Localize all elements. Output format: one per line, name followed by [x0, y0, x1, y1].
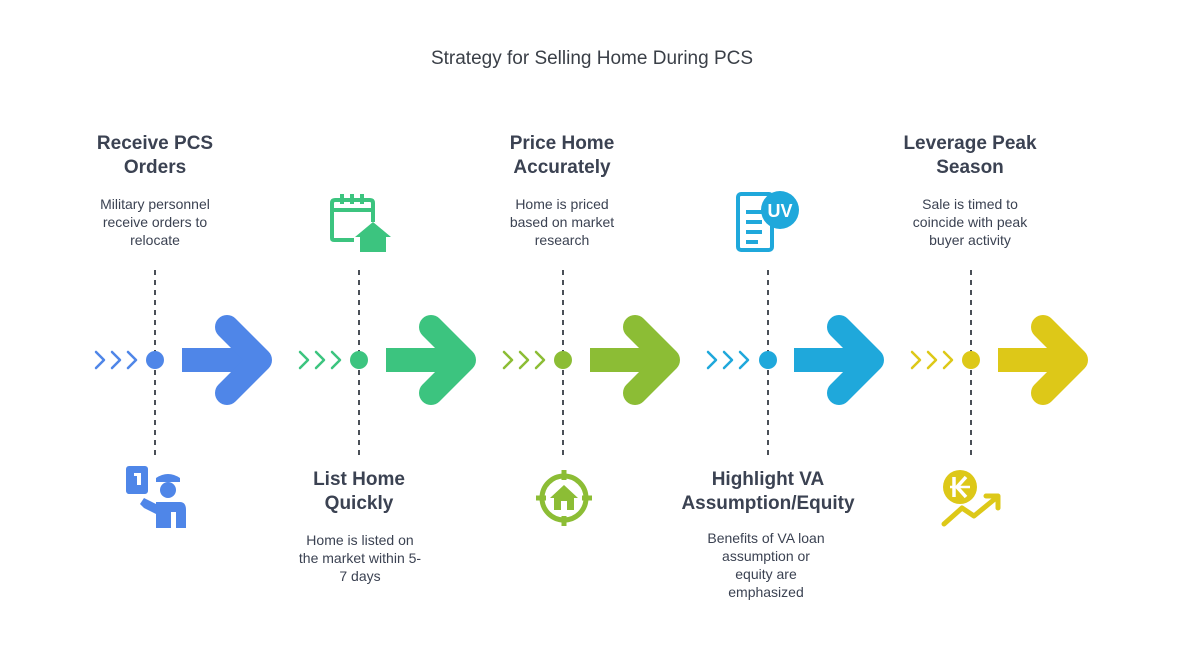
step-1-title-line-1: Receive PCS [96, 133, 214, 154]
step-4-title-line-2: Assumption/Equity [681, 493, 855, 514]
arrow-head-5 [1031, 315, 1088, 405]
step-4-arrow-group [706, 315, 884, 405]
chevron-2c [330, 350, 342, 370]
chevron-3a [502, 350, 514, 370]
chevron-1a [94, 350, 106, 370]
step-5-title-line-2: Season [936, 157, 1004, 178]
step-2-arrow-group [298, 315, 476, 405]
step-4-description: Benefits of VA loan assumption or equity… [686, 529, 846, 601]
chevron-5a [910, 350, 922, 370]
step-4-desc-line-3: equity are [735, 566, 797, 582]
step-5-title: Leverage Peak Season [870, 132, 1070, 180]
step-3-description: Home is priced based on market research [482, 195, 642, 249]
step-3-desc-line-2: based on market [509, 214, 615, 230]
arrow-head-2 [419, 315, 476, 405]
timeline-node-4 [759, 351, 777, 369]
arrow-head-1 [215, 315, 272, 405]
step-1-desc-line-2: receive orders to [102, 214, 208, 230]
arrow-head-3 [623, 315, 680, 405]
arrow-head-4 [827, 315, 884, 405]
svg-text:UV: UV [767, 201, 792, 221]
chevron-3c [534, 350, 546, 370]
chevron-5c [942, 350, 954, 370]
step-3-title: Price Home Accurately [462, 132, 662, 180]
step-5-desc-line-3: buyer activity [929, 232, 1011, 248]
step-2-title-line-1: List Home [313, 469, 405, 490]
step-2-title-line-2: Quickly [324, 493, 394, 514]
step-2-desc-line-2: the market within 5- [298, 550, 422, 566]
step-3-title-line-2: Accurately [513, 157, 611, 178]
step-4-desc-line-1: Benefits of VA loan [707, 530, 825, 546]
step-5-arrow-group [910, 315, 1088, 405]
chevron-4a [706, 350, 718, 370]
military-officer-icon [126, 466, 186, 528]
timeline-node-3 [554, 351, 572, 369]
chevron-5b [926, 350, 938, 370]
step-1-desc-line-1: Military personnel [100, 196, 210, 212]
chevron-2b [314, 350, 326, 370]
chevron-4c [738, 350, 750, 370]
step-3-arrow-group [502, 315, 680, 405]
chevron-2a [298, 350, 310, 370]
chevron-1b [110, 350, 122, 370]
step-4-desc-line-2: assumption or [722, 548, 810, 564]
chevron-4b [722, 350, 734, 370]
step-4-desc-line-4: emphasized [728, 584, 804, 600]
calendar-home-icon [330, 194, 391, 252]
growth-chart-icon [941, 470, 1001, 527]
step-4-title-line-1: Highlight VA [711, 469, 825, 490]
timeline-node-1 [146, 351, 164, 369]
document-uv-icon: UV [736, 191, 799, 252]
chevron-1c [126, 350, 138, 370]
chevron-3b [518, 350, 530, 370]
home-target-icon [536, 470, 592, 526]
diagram-title: Strategy for Selling Home During PCS [430, 48, 754, 69]
step-1-desc-line-3: relocate [130, 232, 180, 248]
step-2-desc-line-3: 7 days [339, 568, 381, 584]
step-2-description: Home is listed on the market within 5- 7… [280, 531, 440, 585]
step-5-desc-line-1: Sale is timed to [922, 196, 1018, 212]
step-1-title-line-2: Orders [123, 157, 187, 178]
step-1-arrow-group [94, 315, 272, 405]
step-5-desc-line-2: coincide with peak [912, 214, 1028, 230]
step-2-title: List Home Quickly [259, 468, 459, 516]
step-5-title-line-1: Leverage Peak [903, 133, 1037, 154]
step-5-description: Sale is timed to coincide with peak buye… [890, 195, 1050, 249]
step-4-title: Highlight VA Assumption/Equity [668, 468, 868, 516]
step-2-desc-line-1: Home is listed on [306, 532, 414, 548]
step-3-desc-line-3: research [534, 232, 590, 248]
timeline-node-2 [350, 351, 368, 369]
timeline-node-5 [962, 351, 980, 369]
step-1-title: Receive PCS Orders [55, 132, 255, 180]
step-1-description: Military personnel receive orders to rel… [75, 195, 235, 249]
step-3-title-line-1: Price Home [509, 133, 615, 154]
step-3-desc-line-1: Home is priced [515, 196, 609, 212]
